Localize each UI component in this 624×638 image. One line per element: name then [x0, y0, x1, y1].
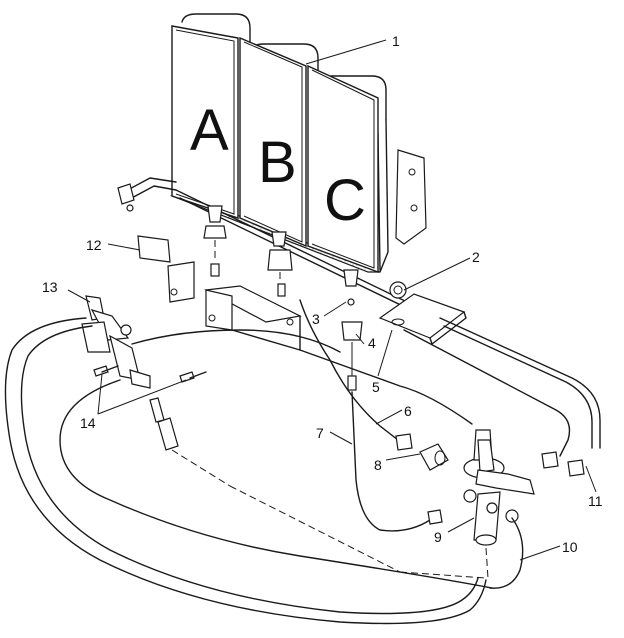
orifice-fittings	[203, 205, 363, 391]
callout-5: 5	[372, 379, 380, 395]
ignitor-bracket	[137, 235, 302, 351]
callout-9: 9	[434, 529, 442, 545]
panel-c	[307, 64, 379, 274]
leader-lines	[67, 39, 597, 561]
callout-1: 1	[392, 33, 400, 49]
callout-8: 8	[374, 457, 382, 473]
gas-tubing	[4, 299, 601, 625]
callout-2: 2	[472, 249, 480, 265]
callout-12: 12	[86, 237, 102, 253]
callout-10: 10	[562, 539, 578, 555]
panel-a	[171, 25, 239, 219]
callout-labels: 1 2 3 4 5 6 7 8 9 10 11 12 13 14	[42, 33, 603, 555]
electrode-probe	[149, 397, 231, 487]
screws	[93, 365, 207, 383]
panel-letter-c: C	[324, 168, 366, 233]
panel-b	[239, 36, 307, 248]
callout-3: 3	[312, 311, 320, 327]
panel-letter-b: B	[258, 130, 297, 195]
callout-4: 4	[368, 335, 376, 351]
callout-14: 14	[80, 415, 96, 431]
panel-letter-a: A	[190, 98, 229, 163]
callout-7: 7	[316, 425, 324, 441]
mounting-bracket	[378, 281, 467, 345]
callout-11: 11	[588, 493, 603, 509]
igniter-assembly	[81, 295, 151, 389]
gas-valve	[463, 429, 535, 579]
callout-13: 13	[42, 279, 58, 295]
fitting-block	[419, 443, 449, 471]
callout-6: 6	[404, 403, 412, 419]
